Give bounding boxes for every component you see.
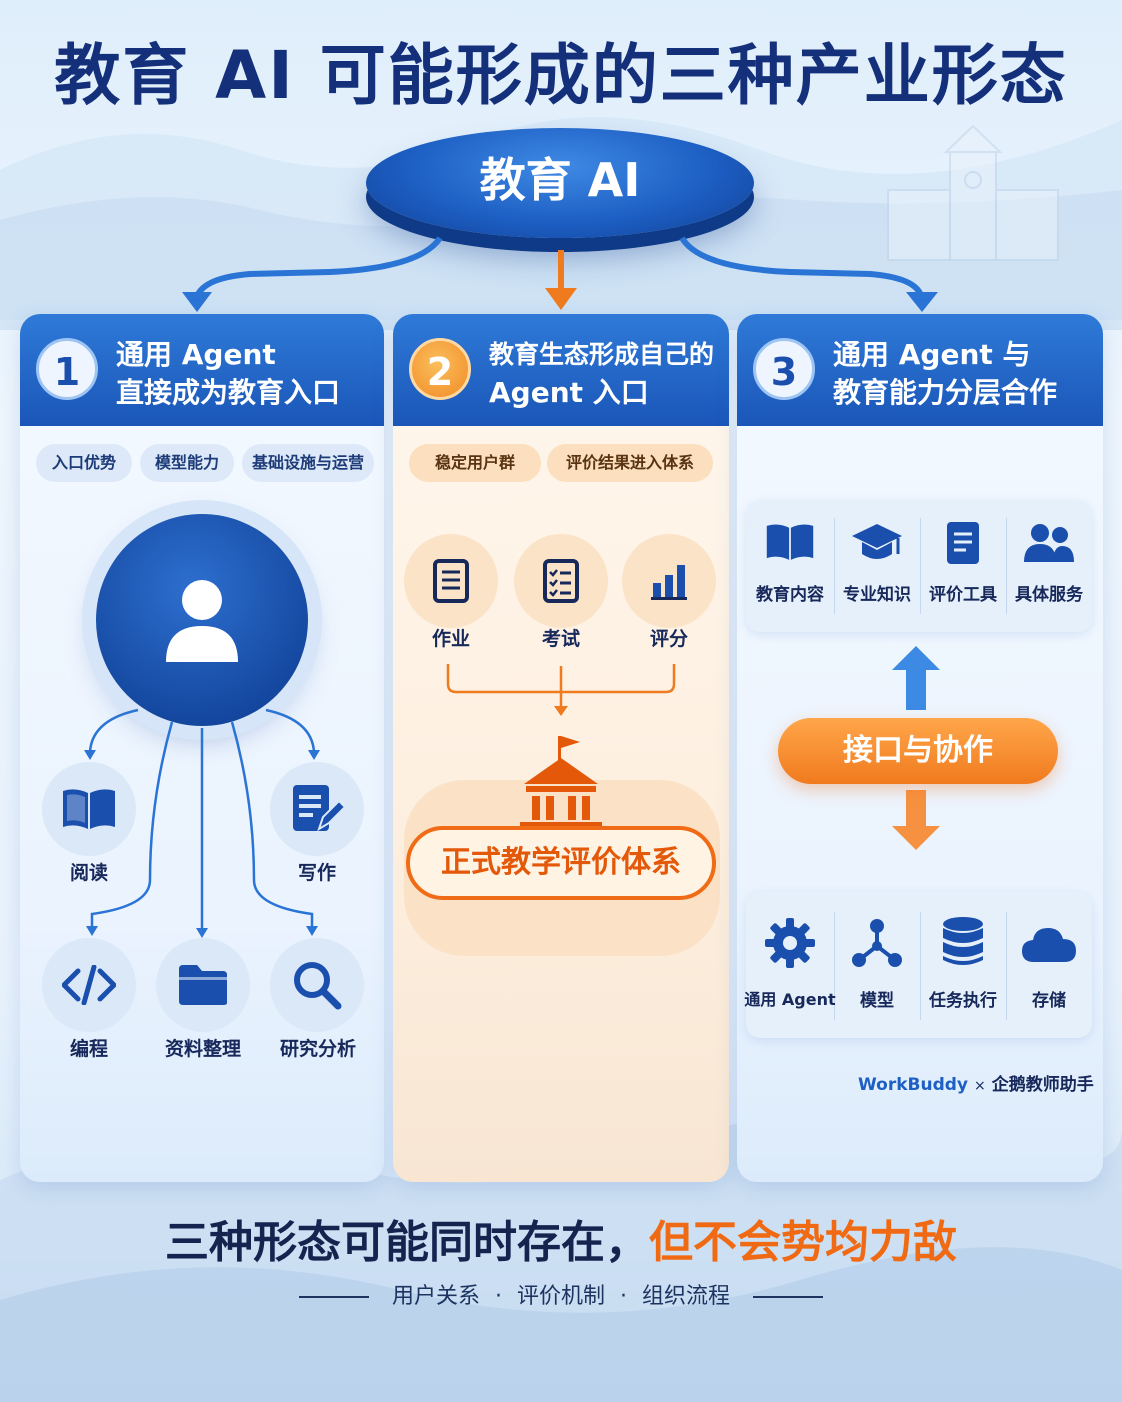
card-2-tag: 稳定用户群 <box>409 444 541 482</box>
brand-times: × <box>974 1078 986 1094</box>
factor-user-relations: 用户关系 <box>391 1284 480 1309</box>
cloud-icon <box>1022 928 1076 962</box>
search-icon <box>294 962 342 1010</box>
card-3-header: 3 通用 Agent 与 教育能力分层合作 <box>737 314 1103 426</box>
layer-item-model-label: 模型 <box>860 991 894 1011</box>
layer-item-storage: 存储 <box>1006 892 1092 1038</box>
item-writing-label: 写作 <box>297 862 336 884</box>
card-3-number: 3 <box>753 338 815 400</box>
database-icon <box>943 917 983 965</box>
brand-credit: WorkBuddy × 企鹅教师助手 <box>858 1070 1094 1095</box>
card-3-title-line1: 通用 Agent 与 <box>833 338 1031 371</box>
item-grading <box>622 534 716 628</box>
card-2-title-line1: 教育生态形成自己的 <box>489 340 715 369</box>
right-rule <box>753 1296 824 1298</box>
item-grading-label: 评分 <box>649 628 688 650</box>
conclusion-main: 三种形态可能同时存在， <box>165 1217 649 1268</box>
card-2-title: 教育生态形成自己的 Agent 入口 <box>489 336 714 412</box>
bar-chart-icon <box>651 565 687 600</box>
user-avatar <box>96 514 308 726</box>
card-education-ecosystem: 2 教育生态形成自己的 Agent 入口 稳定用户群 评价结果进入体系 <box>393 314 729 1182</box>
card-1-tag: 基础设施与运营 <box>242 444 374 482</box>
network-icon <box>852 919 902 967</box>
education-capability-layer: 教育内容 专业知识 评价工具 具体服务 <box>746 500 1092 632</box>
conclusion-highlight: 但不会势均力敌 <box>649 1217 957 1268</box>
card-2-header: 2 教育生态形成自己的 Agent 入口 <box>393 314 729 426</box>
item-coding-label: 编程 <box>69 1038 108 1060</box>
layer-item-agent-label: 通用 Agent <box>744 990 836 1009</box>
document-icon <box>433 559 469 603</box>
card-2-tag: 评价结果进入体系 <box>547 444 713 482</box>
factor-separator: · <box>494 1284 502 1309</box>
brand-teacher-assistant: 企鹅教师助手 <box>991 1075 1094 1095</box>
card-1-tag: 模型能力 <box>140 444 234 482</box>
layer-item-model: 模型 <box>834 892 920 1038</box>
layer-item-services-label: 具体服务 <box>1015 585 1083 605</box>
layer-item-storage-label: 存储 <box>1032 991 1066 1011</box>
item-research-label: 研究分析 <box>279 1038 356 1060</box>
factor-organization-process: 组织流程 <box>642 1284 731 1309</box>
interface-collaboration: 接口与协作 <box>778 718 1058 784</box>
layer-item-services: 具体服务 <box>1006 500 1092 632</box>
left-rule <box>298 1296 369 1298</box>
building-silhouette <box>887 124 1059 261</box>
card-1-title-line2: 直接成为教育入口 <box>116 376 341 409</box>
conclusion: 三种形态可能同时存在，但不会势均力敌 <box>0 1206 1122 1270</box>
book-icon <box>63 789 115 829</box>
card-1-tag: 入口优势 <box>36 444 132 482</box>
layer-item-evaluation-tools-label: 评价工具 <box>929 585 997 605</box>
brand-workbuddy: WorkBuddy <box>858 1075 968 1095</box>
general-agent-layer: 通用 Agent 模型 任务执行 存储 <box>744 892 1092 1038</box>
factor-separator: · <box>620 1284 627 1309</box>
gear-icon <box>765 918 815 968</box>
item-research <box>270 938 364 1032</box>
item-organizing <box>156 938 250 1032</box>
card-1-title: 通用 Agent 直接成为教育入口 <box>116 336 340 412</box>
document-icon <box>947 522 979 564</box>
card-3-title: 通用 Agent 与 教育能力分层合作 <box>833 336 1057 412</box>
item-exam-label: 考试 <box>541 628 580 650</box>
users-icon <box>1024 524 1074 562</box>
page-title: 教育 AI 可能形成的三种产业形态 <box>54 37 1068 114</box>
item-organizing-label: 资料整理 <box>164 1038 241 1060</box>
card-2-title-line2: Agent 入口 <box>489 376 649 409</box>
layer-item-content: 教育内容 <box>746 500 834 632</box>
layer-item-task-execution: 任务执行 <box>920 892 1006 1038</box>
layer-item-content-label: 教育内容 <box>756 585 824 605</box>
layer-item-task-execution-label: 任务执行 <box>929 991 997 1011</box>
item-homework-label: 作业 <box>431 628 470 650</box>
item-coding <box>42 938 136 1032</box>
card-2-number: 2 <box>409 338 471 400</box>
layer-item-knowledge-label: 专业知识 <box>843 585 911 605</box>
checklist-icon <box>543 559 579 603</box>
hub-node: 教育 AI <box>366 128 754 238</box>
layer-item-agent: 通用 Agent <box>744 892 836 1038</box>
edit-icon <box>293 785 345 832</box>
item-reading-label: 阅读 <box>69 862 108 884</box>
card-1-header: 1 通用 Agent 直接成为教育入口 <box>20 314 384 426</box>
evaluation-system: 正式教学评价体系 <box>406 826 716 900</box>
card-1-title-line1: 通用 Agent <box>116 338 276 371</box>
item-writing <box>270 762 364 856</box>
book-icon <box>766 524 814 560</box>
card-1-number: 1 <box>36 338 98 400</box>
item-reading <box>42 762 136 856</box>
layer-item-evaluation-tools: 评价工具 <box>920 500 1006 632</box>
layer-item-knowledge: 专业知识 <box>834 500 920 632</box>
code-icon <box>62 965 116 1005</box>
folder-icon <box>179 965 227 1005</box>
graduation-cap-icon <box>852 524 902 559</box>
user-icon <box>166 580 238 662</box>
hub-connectors <box>182 236 938 312</box>
item-exam <box>514 534 608 628</box>
conclusion-factors: 用户关系 · 评价机制 · 组织流程 <box>0 1278 1122 1310</box>
card-3-title-line2: 教育能力分层合作 <box>833 376 1058 409</box>
factor-evaluation-mechanism: 评价机制 <box>516 1284 605 1309</box>
item-homework <box>404 534 498 628</box>
